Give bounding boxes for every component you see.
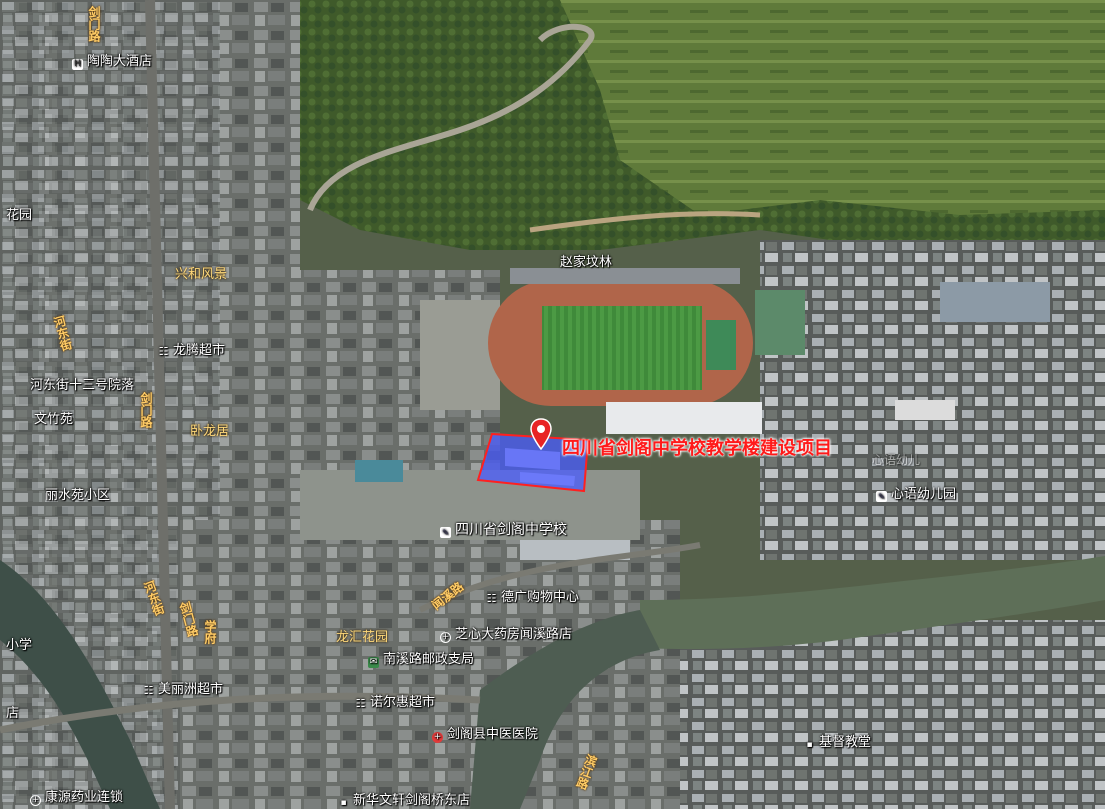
location-pin-icon[interactable] xyxy=(530,418,552,450)
road-label-jianmen-mid: 剑门路 xyxy=(139,392,153,428)
poi-meilizhou-market[interactable]: ☷美丽洲超市 xyxy=(143,682,224,697)
school-icon: ✎ xyxy=(876,491,887,502)
hotel-icon: H xyxy=(72,59,83,70)
poi-zhixin-pharmacy[interactable]: +芝心大药房闻溪路店 xyxy=(440,627,573,643)
road-label-xuefu: 学府 xyxy=(203,620,217,644)
poi-huayuan-edge[interactable]: 花园 xyxy=(6,208,33,223)
poi-xinyu-kinder[interactable]: ✎心语幼儿园 xyxy=(876,487,956,503)
poi-xiao-school-edge[interactable]: 小学 xyxy=(6,638,33,653)
dot-icon: ▪ xyxy=(340,798,347,808)
shop-icon: ☷ xyxy=(486,592,497,605)
poi-jiange-school[interactable]: ✎四川省剑阁中学校 xyxy=(440,522,567,538)
poi-tcm-hospital[interactable]: +剑阁县中医医院 xyxy=(432,727,539,743)
poi-deguang-mall[interactable]: ☷德广购物中心 xyxy=(486,590,580,605)
school-icon: ✎ xyxy=(440,527,451,538)
poi-lishuiyuan[interactable]: 丽水苑小区 xyxy=(45,488,111,503)
poi-xinghe-fengjing[interactable]: 兴和风景 xyxy=(175,267,228,282)
project-label: 四川省剑阁中学校教学楼建设项目 xyxy=(562,438,832,459)
poi-zhaojia-fenlin[interactable]: 赵家坟林 xyxy=(560,255,613,270)
poi-hedong-13[interactable]: 河东街十三号院落 xyxy=(30,378,135,393)
poi-dian-edge[interactable]: 店 xyxy=(6,706,20,721)
poi-xinyu-faint: 心语幼儿 xyxy=(872,453,921,467)
road-label-jianmen-top: 剑门路 xyxy=(87,6,101,42)
shop-icon: ☷ xyxy=(158,345,169,358)
poi-wenzhuyuan[interactable]: 文竹苑 xyxy=(34,412,74,427)
poi-wolongju[interactable]: 卧龙居 xyxy=(190,424,230,439)
dot-icon: ▪ xyxy=(806,740,813,750)
shop-icon: ☷ xyxy=(355,697,366,710)
shop-icon: ☷ xyxy=(143,684,154,697)
pharmacy-icon: + xyxy=(30,795,41,806)
poi-nanxi-post[interactable]: ✉南溪路邮政支局 xyxy=(368,652,475,668)
post-office-icon: ✉ xyxy=(368,657,379,668)
poi-xinhua-bookstore[interactable]: ▪新华文轩剑阁桥东店 xyxy=(338,793,470,809)
poi-longhui-garden[interactable]: 龙汇花园 xyxy=(336,630,389,645)
poi-kangyuan-pharm[interactable]: +康源药业连锁 xyxy=(30,790,124,806)
hospital-icon: + xyxy=(432,732,443,743)
poi-nuoerhui-market[interactable]: ☷诺尔惠超市 xyxy=(355,695,436,710)
pharmacy-icon: + xyxy=(440,632,451,643)
poi-church[interactable]: ▪基督教堂 xyxy=(804,735,871,751)
poi-longteng-market[interactable]: ☷龙腾超市 xyxy=(158,343,226,358)
